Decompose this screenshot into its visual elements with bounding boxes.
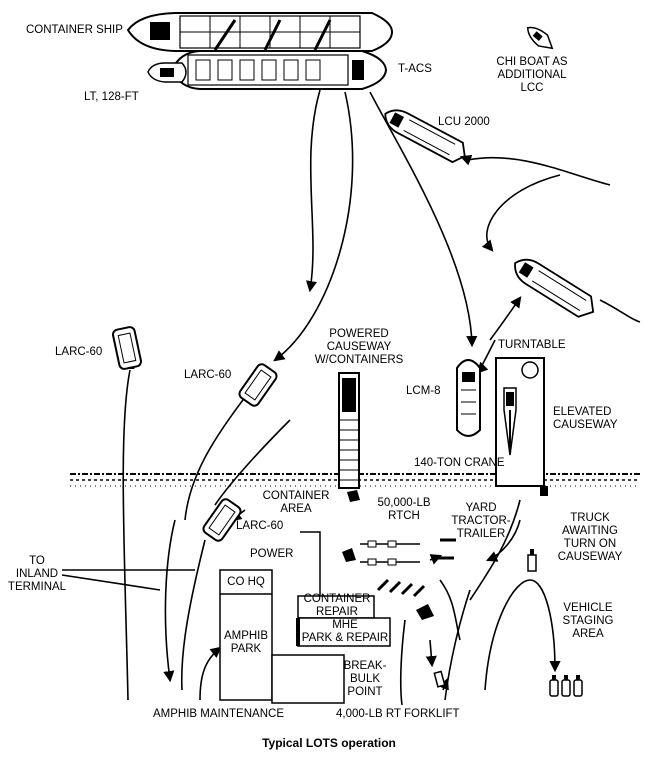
label-amphib-maintenance: AMPHIB MAINTENANCE: [153, 708, 284, 720]
lcm-8: [456, 359, 481, 437]
label-container-ship: CONTAINER SHIP: [26, 24, 123, 36]
label-lt-tug: LT, 128-FT: [84, 91, 139, 103]
landing-craft-right: [514, 258, 595, 318]
label-co-hq: CO HQ: [227, 576, 265, 588]
larc-vehicle-mid: [238, 363, 278, 407]
crane: [503, 387, 517, 456]
lt-tug: [147, 62, 187, 83]
lcu-2000: [384, 109, 466, 164]
base-buildings: [219, 569, 391, 704]
larc-vehicle-low: [202, 498, 242, 542]
label-lcu-2000: LCU 2000: [438, 116, 490, 128]
container-ship: [126, 12, 394, 52]
container-area: [300, 531, 456, 600]
label-t-acs: T-ACS: [398, 63, 432, 75]
label-larc-mid: LARC-60: [184, 369, 232, 381]
label-lcm-8: LCM-8: [406, 385, 441, 397]
chi-boat: [526, 26, 554, 50]
rtch-vehicle: [347, 490, 360, 502]
movement-paths: [61, 89, 641, 706]
figure-caption: Typical LOTS operation: [262, 736, 396, 750]
label-crane: 140-TON CRANE: [414, 457, 505, 469]
larc-vehicle-left: [112, 326, 142, 370]
t-acs-ship: [170, 50, 388, 90]
label-larc-left: LARC-60: [55, 346, 103, 358]
label-power: POWER: [250, 548, 294, 560]
label-forklift: 4,000-LB RT FORKLIFT: [336, 708, 460, 720]
elevated-causeway: [495, 357, 548, 496]
staging-vehicles: [549, 675, 583, 697]
forklift: [416, 604, 434, 620]
powered-causeway: [338, 372, 360, 489]
breakbulk-vehicle: [433, 670, 446, 688]
truck-awaiting: [527, 549, 537, 572]
label-turntable: TURNTABLE: [498, 339, 566, 351]
label-larc-low: LARC-60: [236, 520, 284, 532]
